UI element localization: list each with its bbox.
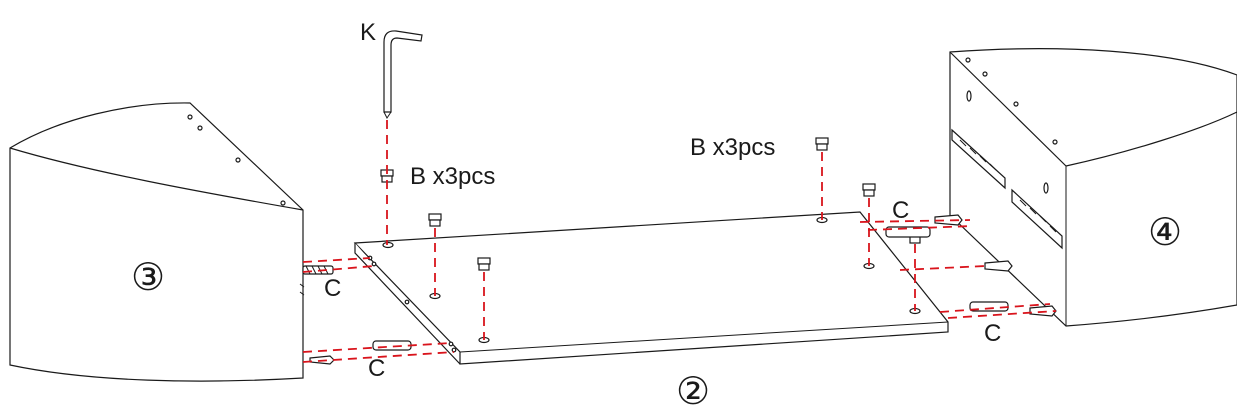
dowel-label-c-bottom-left: C	[368, 355, 385, 382]
part-number-2: ②	[676, 369, 710, 413]
allen-key	[383, 30, 423, 119]
bolt	[862, 183, 876, 197]
dowel	[885, 226, 931, 238]
left-side-panel	[9, 102, 334, 382]
right-side-panel	[949, 48, 1237, 327]
bottom-panel	[353, 211, 949, 365]
dowel-label-c-left: C	[324, 275, 341, 302]
assembly-guide-lines	[302, 120, 1057, 363]
dowel-pin	[934, 214, 963, 226]
bolt	[477, 257, 491, 271]
part-number-4: ④	[1148, 210, 1182, 254]
bolt	[815, 137, 829, 151]
tool-label-k: K	[360, 19, 376, 46]
bolt-label-left: B x3pcs	[410, 163, 495, 190]
dowel-label-c-top-right: C	[892, 197, 909, 224]
part-number-3: ③	[131, 255, 165, 299]
bolt	[428, 213, 442, 227]
dowel	[372, 340, 412, 351]
dowel-pin	[984, 260, 1013, 272]
dowel-label-c-bottom-right: C	[984, 320, 1001, 347]
bolt-label-right: B x3pcs	[690, 134, 775, 161]
